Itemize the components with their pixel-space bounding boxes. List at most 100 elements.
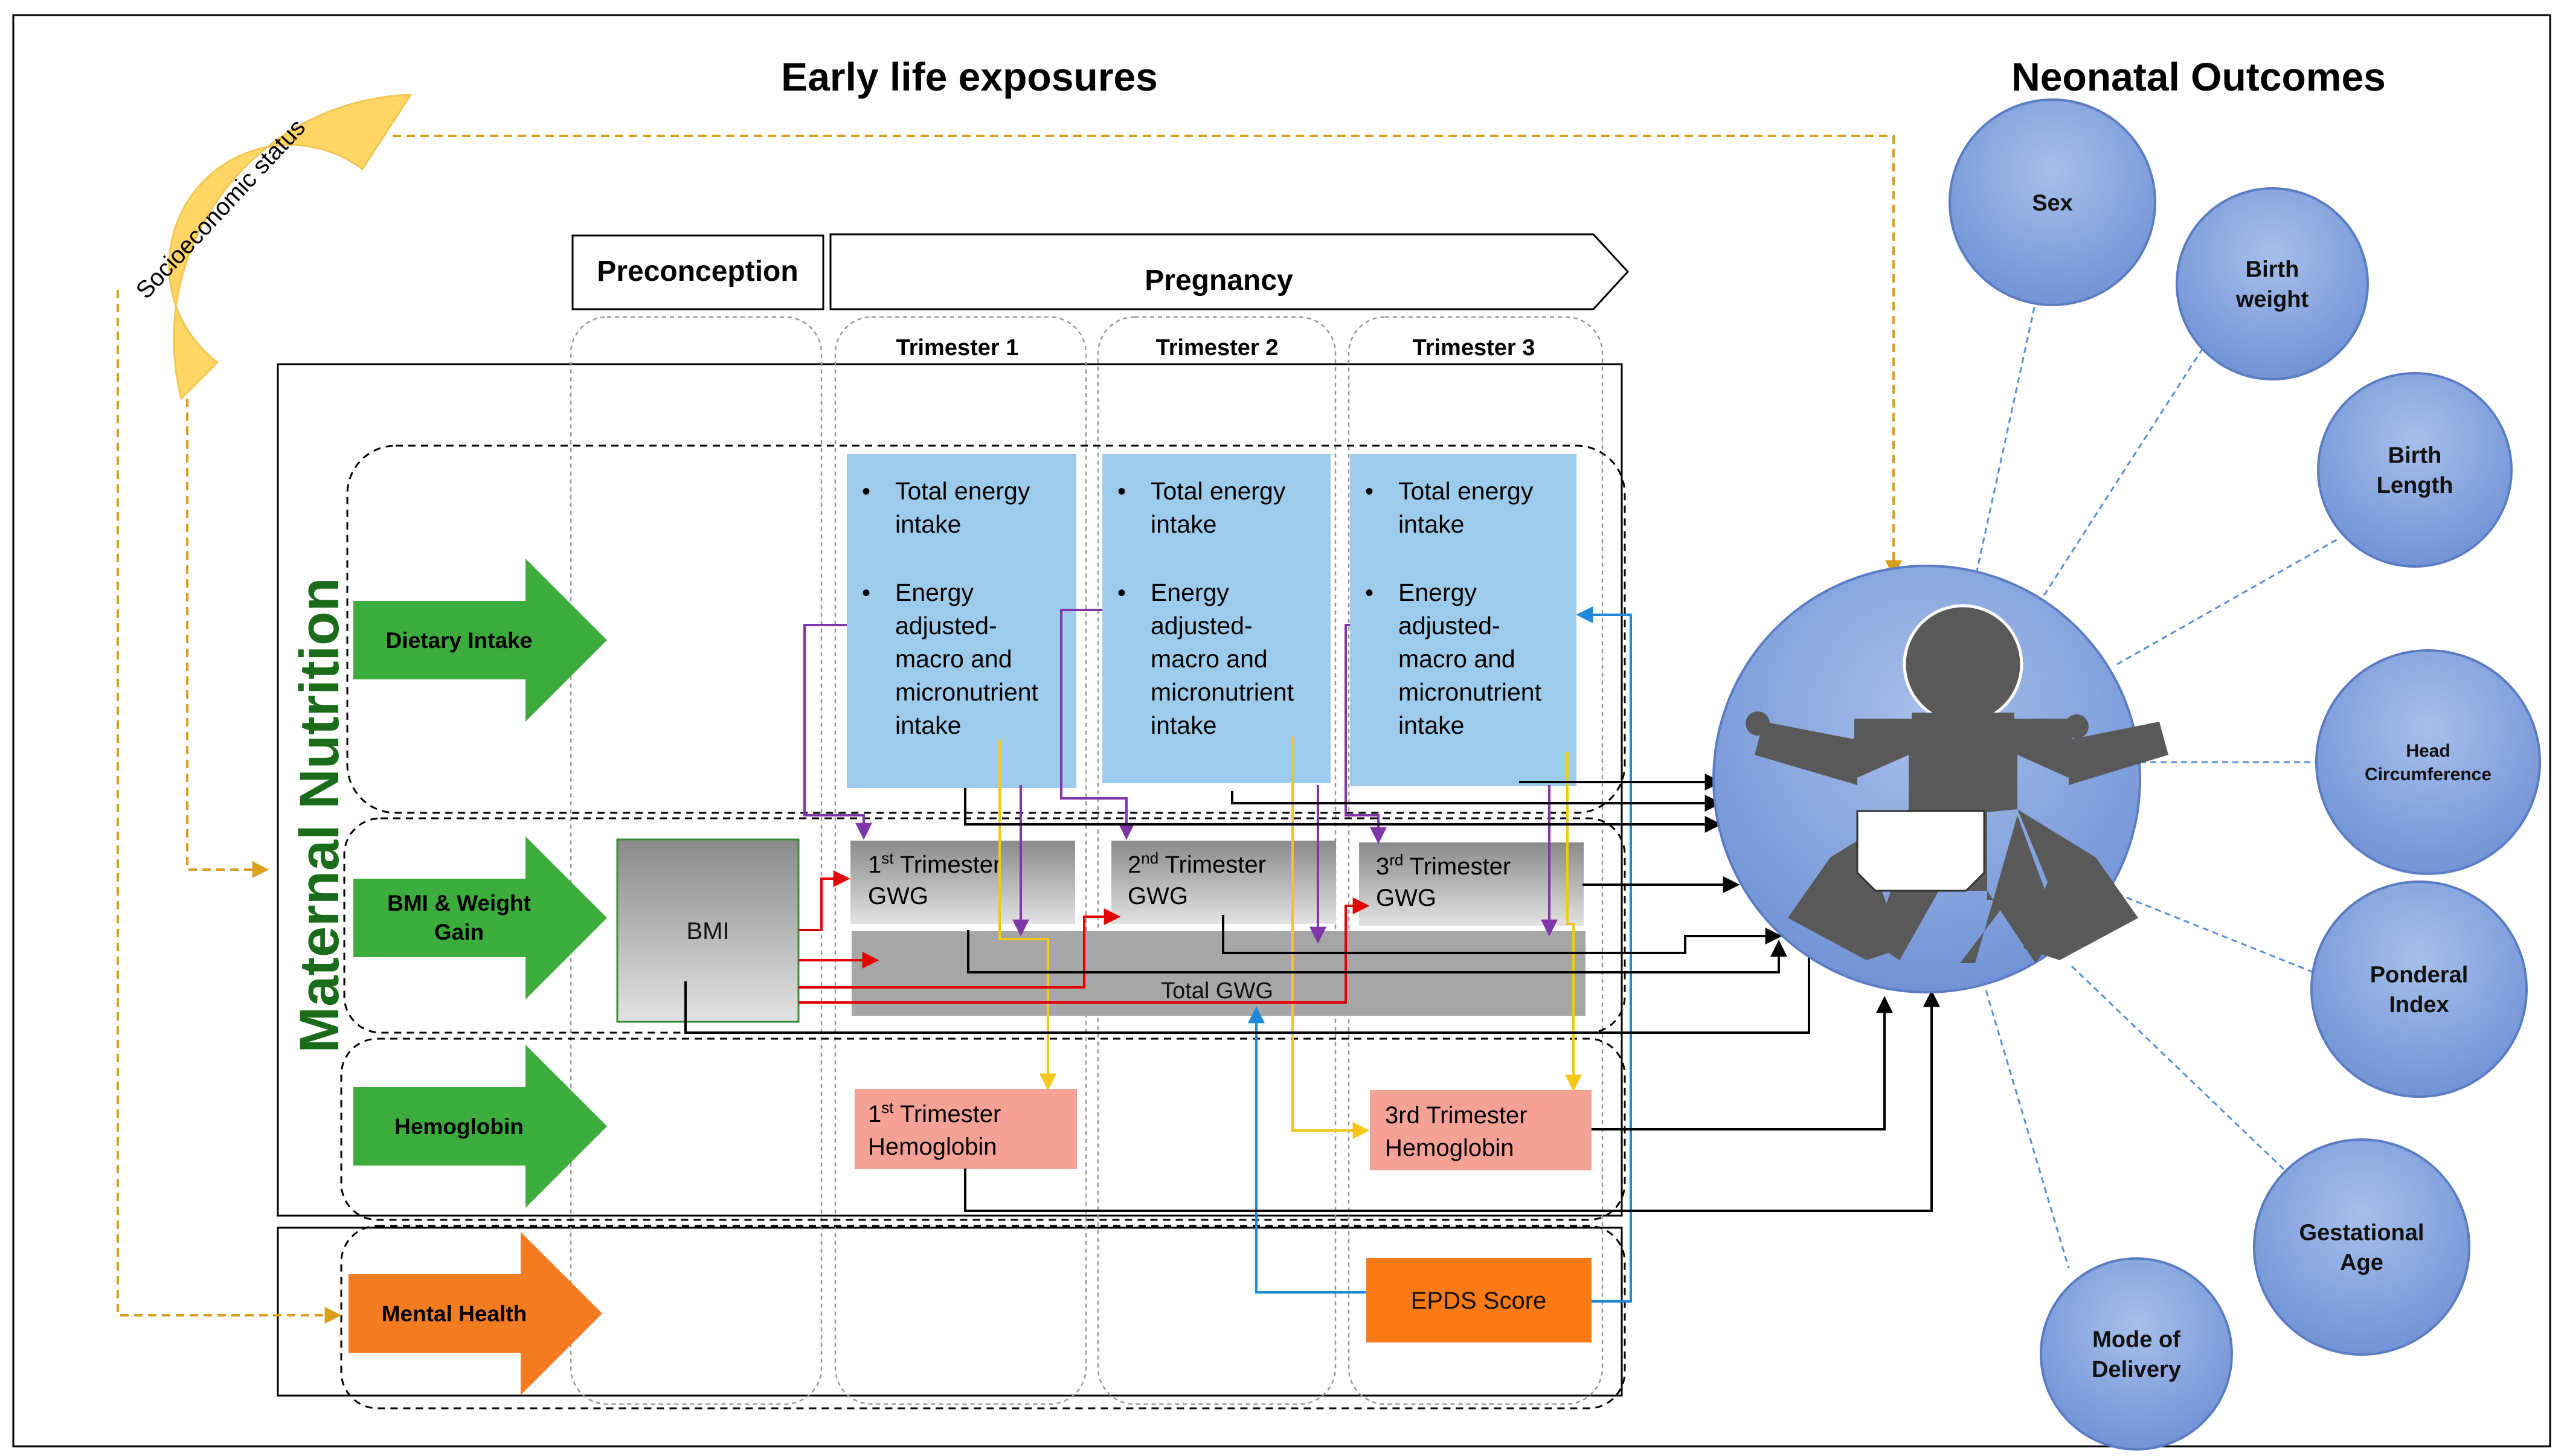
dietary-box-text: intake: [1398, 711, 1464, 739]
dietary-box-rect: [1102, 454, 1331, 783]
arrow-diet2-to-neonate: [1231, 791, 1722, 812]
gwg-trimester-1-rect: [850, 841, 1075, 924]
outcome-circle: [1949, 98, 2156, 306]
gwg-trimester-3-box: 3rd Trimester GWG: [1359, 842, 1584, 926]
dietary-box-trimester-3: •Total energyintake•Energyadjusted-macro…: [1350, 454, 1576, 786]
trimester-3-column: [1348, 316, 1604, 1405]
gwg-2-text: Trimester: [1158, 851, 1266, 878]
bmi-box: [616, 838, 800, 1023]
dietary-box-text: Energy: [895, 579, 974, 606]
pregnancy-header: [829, 233, 1630, 310]
arrow-bmi-to-gwg2: [798, 908, 1121, 989]
dietary-box-text: micronutrient: [895, 678, 1039, 706]
gwg-3-sup: rd: [1389, 851, 1403, 869]
bullet-icon: •: [1365, 478, 1374, 505]
dietary-box-text: macro and: [1398, 645, 1515, 673]
bullet-icon: •: [1117, 478, 1126, 505]
arrow-hb1-to-neonate: [964, 990, 1940, 1212]
hb-3-rect: [1370, 1090, 1592, 1170]
gwg-2-num: 2: [1128, 851, 1141, 878]
domain-mental-health: Mental Health: [349, 1232, 602, 1395]
outcome-label: Ponderal: [2370, 963, 2469, 988]
gwg-2-sup: nd: [1141, 849, 1158, 867]
gwg-trimester-2-box: 2nd Trimester GWG: [1111, 841, 1336, 924]
gwg-1-sup: st: [881, 849, 894, 867]
dietary-box-trimester-1: •Total energyintake•Energyadjusted-macro…: [847, 454, 1076, 788]
domain-hemoglobin: Hemoglobin: [353, 1045, 607, 1208]
hb-1-sup: st: [881, 1098, 894, 1117]
hb-3-line2: Hemoglobin: [1385, 1135, 1514, 1161]
baby-right-arm: [2069, 722, 2168, 785]
bmi-label-line1: BMI & Weight: [387, 891, 531, 916]
domain-dietary-intake: Dietary Intake: [353, 559, 607, 722]
epds-box: [1366, 1258, 1592, 1342]
bullet-icon: •: [1117, 580, 1126, 606]
outcome-connector-3: [2116, 538, 2338, 665]
outcomes-title: Neonatal Outcomes: [2011, 54, 2386, 99]
gwg-trimester-2-line1: 2nd Trimester: [1128, 849, 1266, 878]
outcome-label: Sex: [2032, 190, 2073, 216]
baby-left-hand: [1746, 711, 1770, 736]
dietary-box-trimester-2: •Total energyintake•Energyadjusted-macro…: [1102, 454, 1331, 783]
epds-label: EPDS Score: [1411, 1288, 1547, 1314]
exposures-title: Early life exposures: [781, 54, 1158, 99]
dietary-label: Dietary Intake: [386, 628, 533, 653]
hb-3-line1: 3rd Trimester: [1385, 1102, 1528, 1129]
bmi-box-label: BMI: [686, 918, 729, 944]
baby-left-arm: [1755, 722, 1857, 785]
outcome-circle: [2317, 372, 2513, 568]
outcome-circle: [2310, 880, 2528, 1098]
trimester-1-column: [834, 316, 1087, 1405]
gwg-trimester-1-line2: GWG: [868, 883, 928, 909]
arrow-diet1-to-hb1: [998, 740, 1056, 1091]
arrow-diet2-to-hb3: [1291, 737, 1370, 1139]
arrow-bmi-to-gwg1: [798, 870, 850, 931]
hb-1-num: 1: [868, 1101, 881, 1127]
outcome-circle: [2253, 1138, 2470, 1356]
hb-1-line1: 1st Trimester: [868, 1098, 1001, 1127]
baby-right-hand: [2064, 714, 2089, 739]
bmi-arrow-shape: [353, 836, 607, 999]
outcome-label: Circumference: [2365, 765, 2492, 784]
dietary-box-rect: [847, 454, 1076, 788]
bmi-label-line2: Gain: [434, 920, 484, 944]
gwg-1-num: 1: [868, 851, 881, 878]
dietary-box-text: adjusted-: [895, 612, 997, 640]
outcome-label: Mode of: [2092, 1327, 2180, 1353]
arrow-gwg2-to-neonate: [1222, 915, 1782, 954]
mental-arrow-shape: [349, 1232, 602, 1395]
gwg-3-text: Trimester: [1403, 853, 1511, 880]
gwg-trimester-2-line2: GWG: [1128, 883, 1188, 909]
dietary-row-frame: [346, 444, 1626, 814]
ses-label: Socioeconomic status: [131, 114, 311, 304]
hb-1-line2: Hemoglobin: [868, 1134, 997, 1160]
outcome-circle: [2176, 187, 2369, 380]
outcome-label: Head: [2406, 741, 2450, 761]
outcome-label: Length: [2377, 473, 2453, 498]
dietary-box-text: macro and: [895, 645, 1012, 673]
gwg-1-text: Trimester: [893, 851, 1001, 878]
outcome-circle: [2040, 1257, 2233, 1451]
outcome-label: Birth: [2246, 257, 2299, 283]
gwg-trimester-3-line2: GWG: [1376, 885, 1436, 911]
dietary-box-text: Total energy: [1151, 477, 1286, 505]
arrow-ses-to-mental: [117, 290, 342, 1324]
preconception-column: [570, 316, 823, 1405]
outcome-label: Delivery: [2092, 1357, 2181, 1382]
dietary-box-text: Total energy: [895, 477, 1030, 505]
outer-frame: [12, 14, 2551, 1448]
trimester-2-column: [1097, 316, 1337, 1405]
arrow-diet1-to-neonate: [964, 788, 1722, 833]
hb-3-text: Trimester: [1420, 1102, 1528, 1129]
trimester-3-label: Trimester 3: [1413, 335, 1535, 361]
bullet-icon: •: [862, 580, 870, 606]
gwg-trimester-3-rect: [1359, 842, 1584, 926]
dietary-intake-boxes: • Total energy intake • Energy adjusted-macro…: [847, 454, 1576, 788]
arrow-diet2-to-gwg2: [1060, 609, 1135, 840]
nutrition-frame: [277, 363, 1623, 1217]
outcome-connector-6: [2071, 965, 2287, 1173]
outcome-connector-7: [1985, 990, 2070, 1269]
